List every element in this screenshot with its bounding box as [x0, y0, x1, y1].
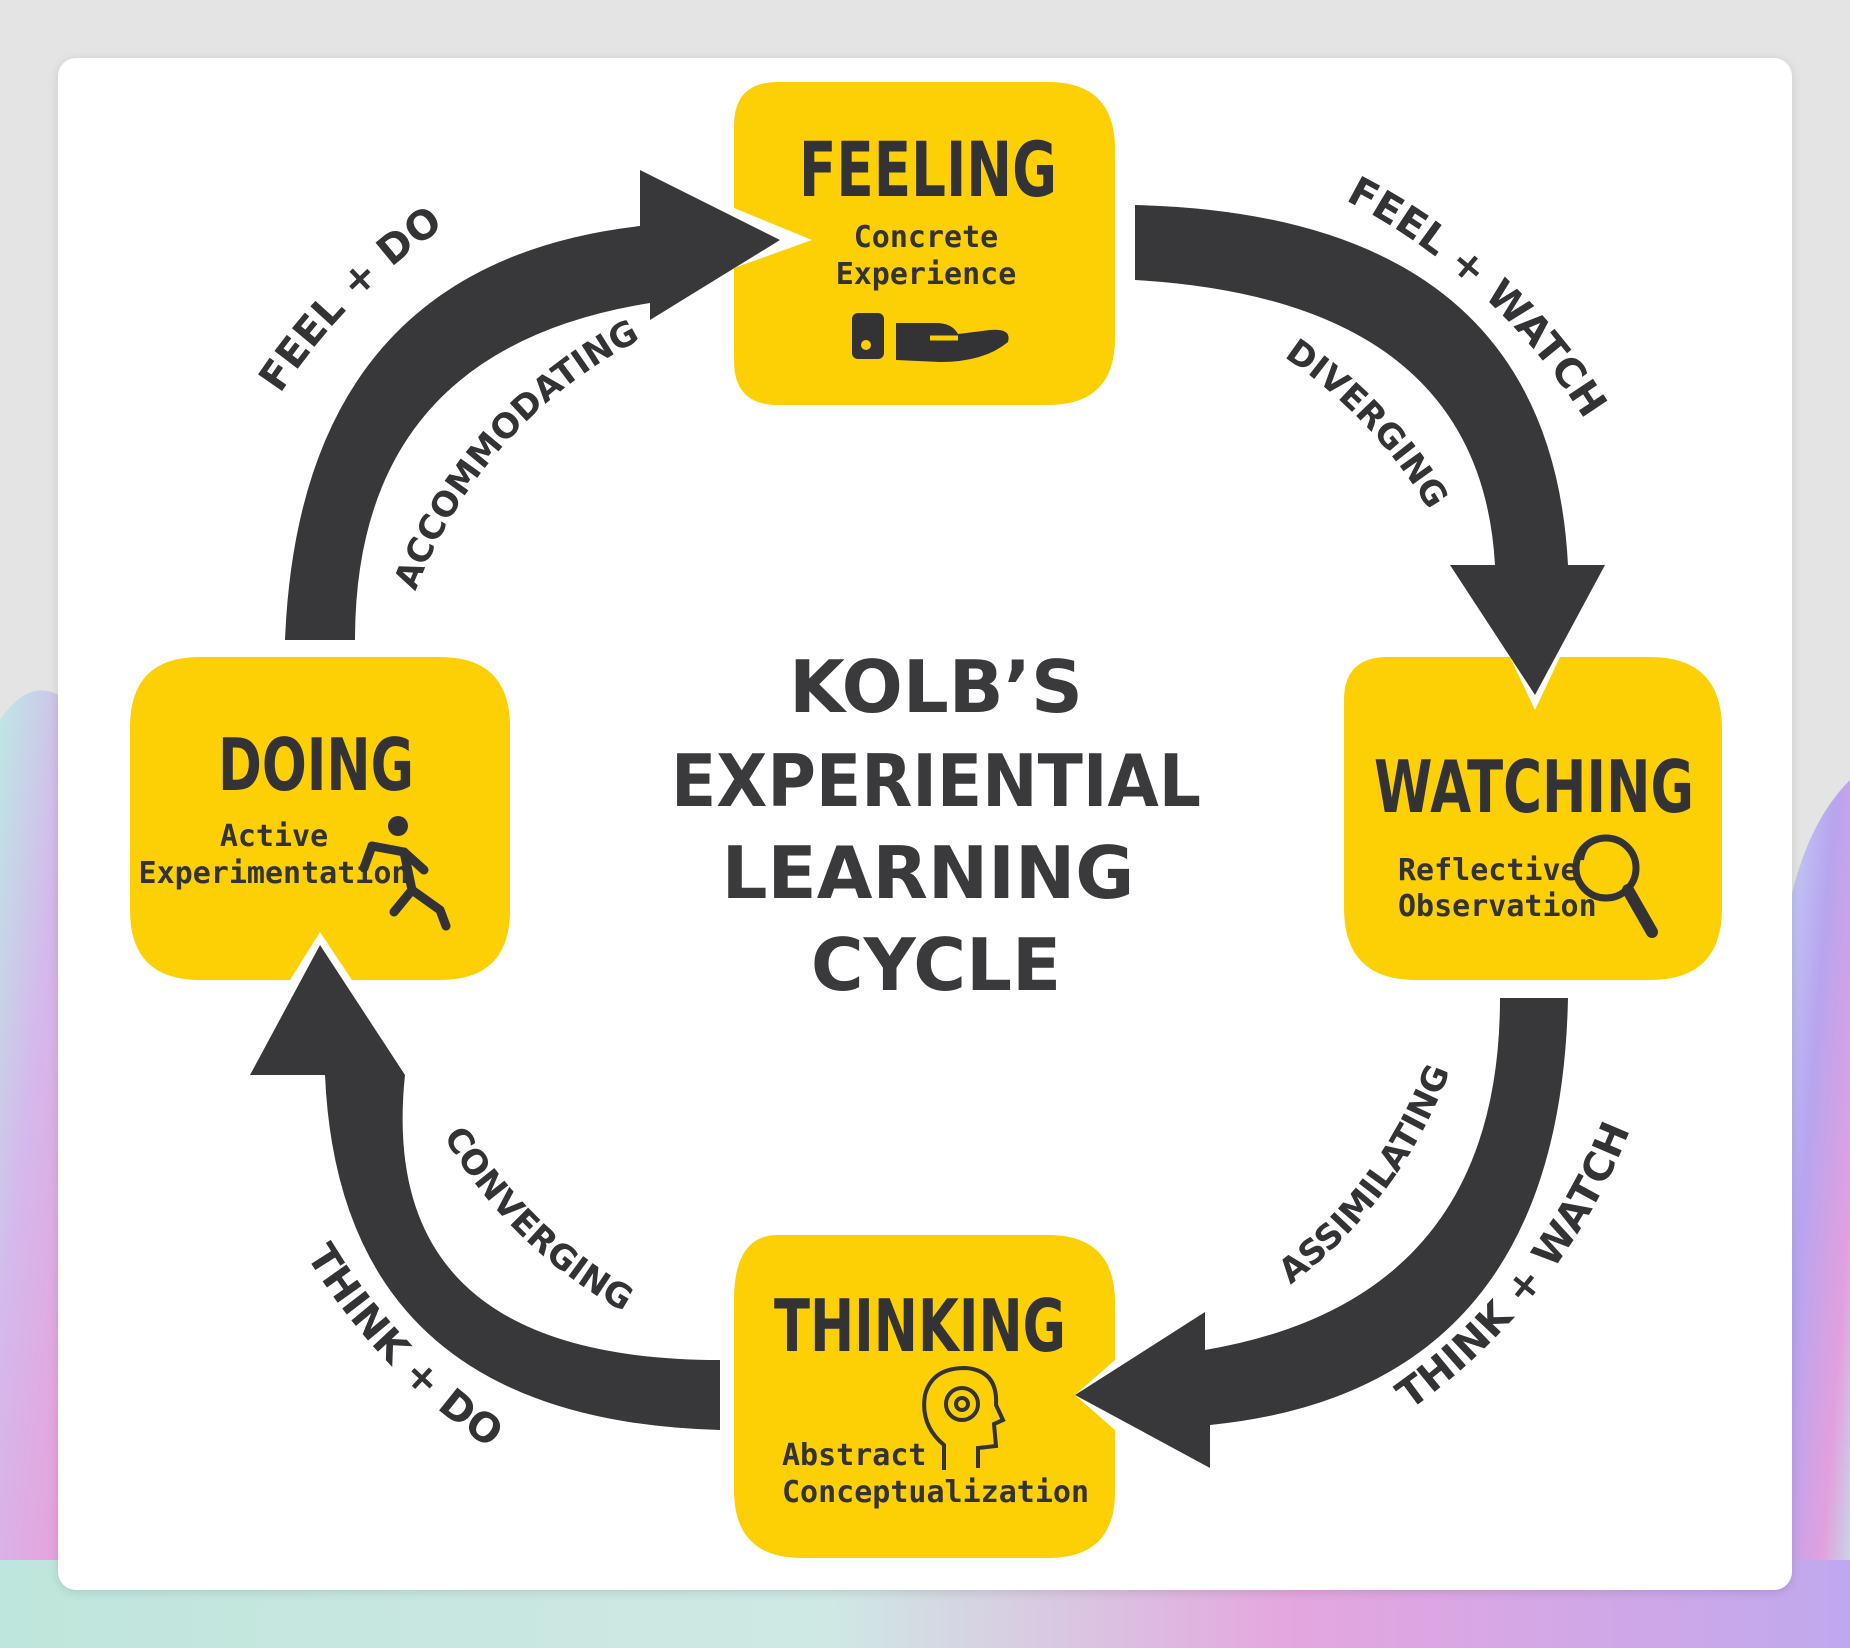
- stage-feeling: FEELING Concrete Experience: [734, 82, 1115, 405]
- thinking-sub-line1: Abstract: [782, 1438, 927, 1473]
- head-gear-icon: [922, 1365, 1006, 1470]
- thinking-title: THINKING: [774, 1284, 1066, 1368]
- title-line-4: CYCLE: [811, 923, 1061, 1007]
- feeling-sub-line1: Concrete: [854, 220, 999, 255]
- watching-title: WATCHING: [1374, 745, 1694, 829]
- arrow-diverging: [1135, 205, 1605, 695]
- thinking-sub-line2: Conceptualization: [782, 1475, 1089, 1510]
- watching-sub-line2: Observation: [1398, 889, 1597, 924]
- running-person-icon: [359, 816, 451, 931]
- diagram-title: KOLB’S EXPERIENTIAL LEARNING CYCLE: [671, 645, 1201, 1007]
- stage-doing: DOING Active Experimentation: [130, 657, 510, 980]
- watching-sub-line1: Reflective: [1398, 853, 1579, 888]
- stage-watching: WATCHING Reflective Observation: [1344, 657, 1722, 980]
- feeling-title: FEELING: [799, 125, 1057, 214]
- feeling-sub-line2: Experience: [836, 257, 1017, 292]
- doing-title: DOING: [218, 723, 414, 807]
- arrow-assimilating: [1075, 998, 1568, 1468]
- stage-thinking: THINKING Abstract Conceptualization: [734, 1235, 1115, 1558]
- title-line-1: KOLB’S: [789, 645, 1083, 729]
- doing-sub-line1: Active: [220, 819, 328, 854]
- title-line-3: LEARNING: [722, 831, 1135, 915]
- arrow-converging: [250, 945, 720, 1430]
- title-line-2: EXPERIENTIAL: [671, 739, 1201, 823]
- arrow-accommodating: [285, 170, 780, 640]
- hand-icon: [852, 313, 1009, 362]
- magnifier-icon: [1572, 834, 1658, 938]
